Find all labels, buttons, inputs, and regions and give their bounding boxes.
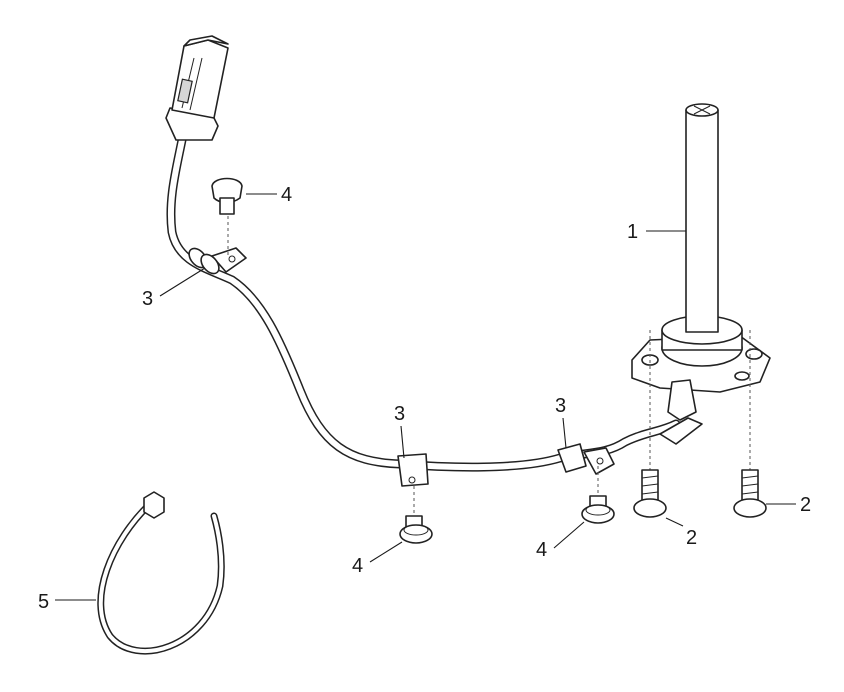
screw-icon-bolt-right (733, 469, 767, 518)
bolt-right-thread-2 (741, 483, 759, 487)
callout-labels: 1 2 2 3 3 3 4 4 4 5 (38, 184, 811, 613)
screw-top-head (211, 177, 243, 204)
harness-cable-outer (166, 135, 681, 472)
wiring-harness (166, 135, 681, 472)
leader-4c (553, 521, 585, 549)
connector-housing (171, 39, 229, 119)
harness-cable-inner (167, 137, 679, 471)
screw-icon-bolt-left (633, 469, 667, 518)
callout-1: 1 (627, 221, 638, 243)
leader-lines (55, 193, 796, 601)
sensor-hole-front (734, 371, 750, 381)
cable-tie-icon (97, 491, 225, 655)
sensor-hole-right (745, 348, 763, 360)
leader-3c (562, 417, 567, 449)
leader-2a (665, 517, 684, 527)
sensor-bracket (659, 417, 703, 445)
leader-3a (159, 267, 206, 297)
callout-3-top: 3 (142, 288, 153, 310)
callout-2-right: 2 (800, 494, 811, 516)
bolt-right-thread-1 (741, 475, 759, 479)
screw-right-head-top (585, 504, 611, 516)
screw-icon-right (581, 495, 615, 524)
cable-clip-icon-top (188, 247, 247, 275)
callout-5: 5 (38, 591, 49, 613)
clip-top-hole (228, 255, 236, 263)
callout-4-right: 4 (536, 539, 547, 561)
leader-3b (400, 425, 405, 459)
clip-right-tab (583, 447, 615, 475)
bolt-left-head (633, 498, 667, 518)
connector-top (183, 35, 229, 47)
callout-3-middle: 3 (394, 403, 405, 425)
connector-ridge-2 (189, 57, 203, 111)
cable-clip-icon-right (557, 443, 615, 475)
callout-4-middle: 4 (352, 555, 363, 577)
screw-icon-middle (399, 515, 433, 544)
fuel-level-sensor-icon (631, 103, 771, 445)
leader-4b (369, 541, 403, 563)
clip-middle-body (397, 453, 429, 487)
tie-strap-inner (98, 502, 224, 653)
tie-strap-outer (97, 500, 225, 655)
callout-2-left: 2 (686, 527, 697, 549)
bolt-left-thread-1 (641, 475, 659, 479)
connector-latch (177, 78, 193, 104)
sensor-tube-cross-2 (693, 105, 711, 115)
screw-top-shank (219, 197, 235, 215)
clip-right-hole (596, 457, 604, 465)
clip-middle-hole (408, 476, 416, 484)
bolt-left-thread-3 (641, 491, 659, 495)
bolt-left-thread-2 (641, 483, 659, 487)
sensor-outlet (667, 379, 697, 421)
fastener-axes (227, 210, 751, 516)
screw-middle-head-top (403, 524, 429, 536)
tie-head (143, 491, 165, 519)
callout-4-top: 4 (281, 184, 292, 206)
screw-icon-top (211, 177, 243, 215)
bolt-right-thread-3 (741, 491, 759, 495)
cable-clip-icon-middle (397, 453, 429, 487)
connector-icon (165, 35, 229, 141)
clip-right-band (557, 443, 587, 473)
sensor-tube (685, 109, 719, 333)
bolt-right-head (733, 498, 767, 518)
callout-3-right: 3 (555, 395, 566, 417)
